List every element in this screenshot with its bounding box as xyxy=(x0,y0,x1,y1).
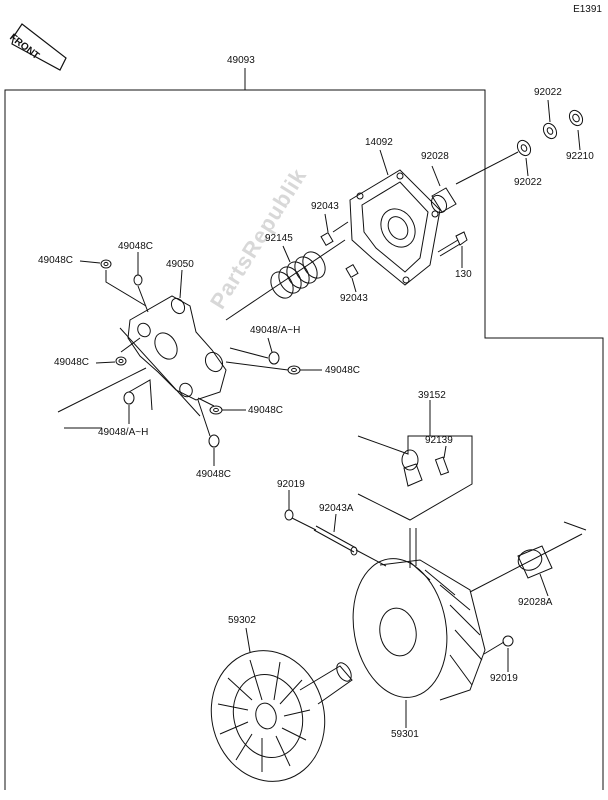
nut-92019-upper xyxy=(284,509,294,521)
label-39152[interactable]: 39152 xyxy=(418,390,446,401)
nut-49048c-3 xyxy=(115,356,127,366)
nut-49048c-5 xyxy=(209,405,223,415)
label-130[interactable]: 130 xyxy=(455,269,472,280)
label-92028[interactable]: 92028 xyxy=(421,151,449,162)
roller-39152 xyxy=(401,449,423,487)
bolt-130 xyxy=(437,231,468,257)
label-92028a[interactable]: 92028A xyxy=(518,597,553,608)
washer-92022-rear xyxy=(542,122,558,140)
label-59301[interactable]: 59301 xyxy=(391,729,419,740)
label-49048c-4[interactable]: 49048C xyxy=(325,365,361,376)
nut-49048ah-1 xyxy=(268,351,280,365)
nut-49048ah-2 xyxy=(123,391,135,405)
label-49048ah-2[interactable]: 49048/A~H xyxy=(98,427,149,438)
movable-sheave-59301 xyxy=(352,528,486,701)
pin-92043-lower xyxy=(345,263,359,279)
fixed-sheave-59302 xyxy=(210,650,353,782)
label-92022-bottom[interactable]: 92022 xyxy=(514,177,542,188)
label-49093[interactable]: 49093 xyxy=(227,55,255,66)
assembly-outline xyxy=(4,89,604,790)
nut-49048c-6 xyxy=(208,434,220,448)
nut-92210 xyxy=(568,109,584,127)
bushing-92028a xyxy=(517,545,553,579)
label-49048ah-1[interactable]: 49048/A~H xyxy=(250,325,301,336)
cover-14092 xyxy=(349,169,441,286)
label-92043a[interactable]: 92043A xyxy=(319,503,354,514)
label-49048c-6[interactable]: 49048C xyxy=(196,469,232,480)
nut-49048c-2 xyxy=(133,274,143,286)
label-92145[interactable]: 92145 xyxy=(265,233,293,244)
label-92019-lower[interactable]: 92019 xyxy=(490,673,518,684)
pin-92139 xyxy=(434,456,450,476)
pin-92043-upper xyxy=(320,231,334,247)
label-92043-lower[interactable]: 92043 xyxy=(340,293,368,304)
washer-92022-front xyxy=(516,139,532,157)
label-92022-top[interactable]: 92022 xyxy=(534,87,562,98)
label-14092[interactable]: 14092 xyxy=(365,137,393,148)
label-49048c-2[interactable]: 49048C xyxy=(118,241,154,252)
spring-92145 xyxy=(270,251,326,299)
label-92210[interactable]: 92210 xyxy=(566,151,594,162)
label-49048c-5[interactable]: 49048C xyxy=(248,405,284,416)
shaft-axis-line xyxy=(455,151,519,185)
nut-49048c-4 xyxy=(287,365,301,375)
roller-kit-39152-outline xyxy=(357,435,473,521)
diagram-code: E1391 xyxy=(573,4,602,15)
label-49048c-3[interactable]: 49048C xyxy=(54,357,90,368)
nut-49048c-1 xyxy=(100,259,112,269)
label-92019-upper[interactable]: 92019 xyxy=(277,479,305,490)
bushing-92028 xyxy=(430,187,457,214)
label-92043-upper[interactable]: 92043 xyxy=(311,201,339,212)
label-92139[interactable]: 92139 xyxy=(425,435,453,446)
front-arrow-icon xyxy=(11,23,67,71)
label-49048c-1[interactable]: 49048C xyxy=(38,255,74,266)
label-49050[interactable]: 49050 xyxy=(166,259,194,270)
nut-92019-lower xyxy=(502,635,514,647)
bolt-92043a xyxy=(313,525,358,556)
label-59302[interactable]: 59302 xyxy=(228,615,256,626)
spider-arm-49050 xyxy=(127,295,227,401)
